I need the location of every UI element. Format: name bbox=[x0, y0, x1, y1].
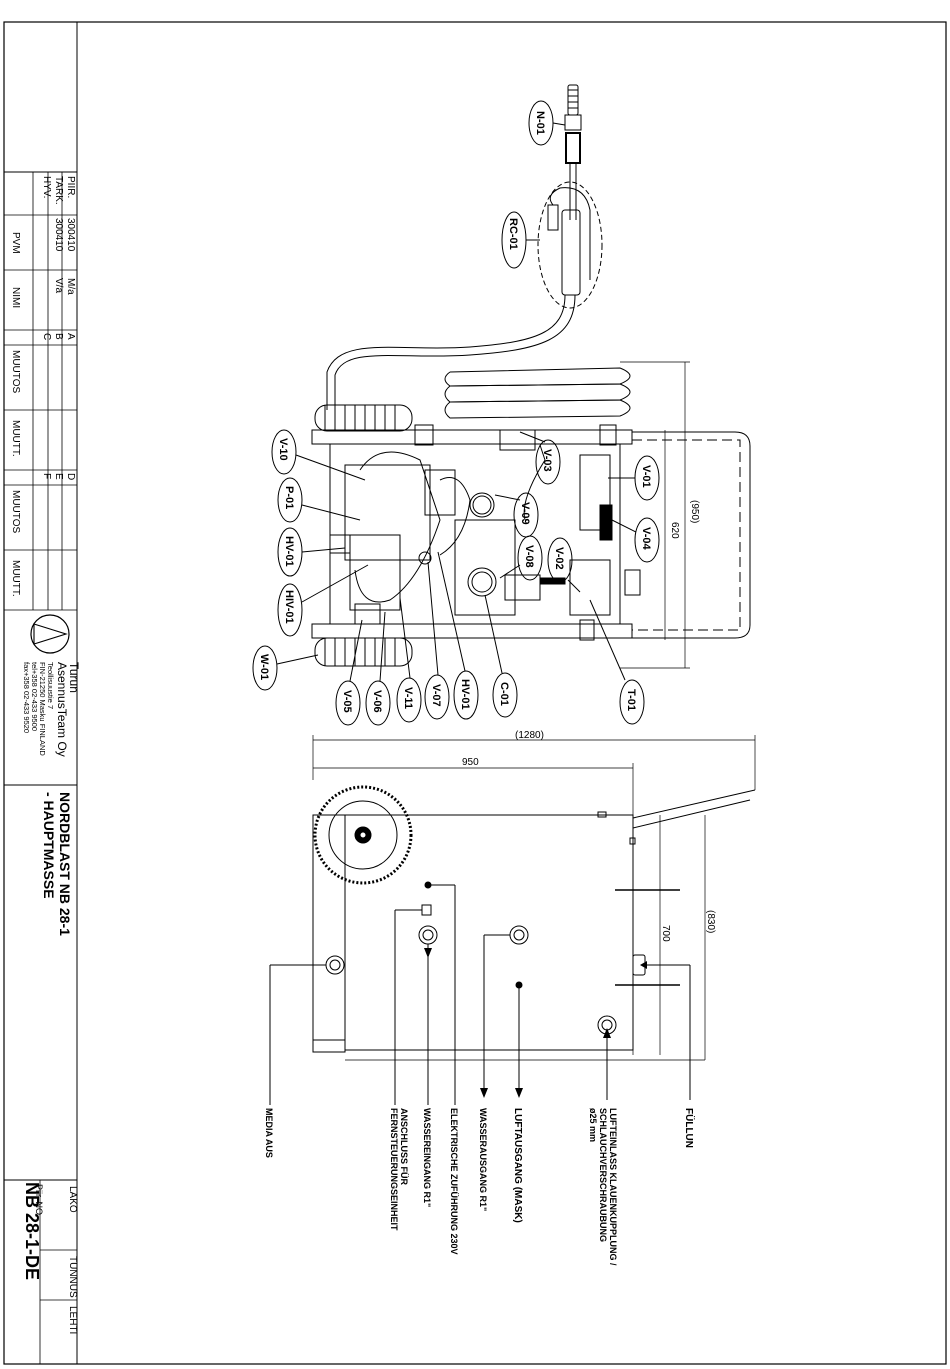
label-tunnus: TUNNUS bbox=[67, 1256, 78, 1298]
dimension-lines bbox=[312, 735, 756, 1061]
top-view-callout-labels: N-01 RC-01 V-10 P-01 HV-01 HIV-01 W-01 V… bbox=[258, 111, 652, 713]
title-block: PIIR. TARK. HYV. 300410 300410 M/a V/a A… bbox=[4, 171, 81, 1364]
label-lufteinlass-1: LUFTEINLASS KLAUENKUPPLUNG / bbox=[608, 1108, 618, 1266]
company-address-1: Teollisuustie 7 bbox=[46, 662, 55, 709]
label-v-06: V-06 bbox=[371, 690, 383, 713]
label-luftausgang: LUFTAUSGANG (MASK) bbox=[512, 1108, 523, 1223]
top-view bbox=[311, 84, 751, 669]
sheet-border bbox=[3, 21, 947, 1365]
label-muutt-1: MUUTT. bbox=[10, 420, 21, 457]
label-muutos-1: MUUTOS bbox=[10, 350, 21, 393]
dim-1280: (1280) bbox=[515, 730, 544, 741]
label-v-04: V-04 bbox=[640, 527, 652, 551]
label-v-02: V-02 bbox=[553, 547, 565, 570]
company-logo bbox=[30, 614, 70, 654]
dim-700: 700 bbox=[660, 925, 671, 942]
label-anschluss-2: FERNSTEUERUNGSEINHEIT bbox=[389, 1108, 399, 1231]
label-w-01: W-01 bbox=[258, 654, 270, 680]
label-lako: LAKO bbox=[67, 1186, 78, 1213]
label-v-07: V-07 bbox=[430, 684, 442, 707]
label-v-10: V-10 bbox=[277, 438, 289, 461]
side-view bbox=[269, 785, 756, 1105]
rev-row-hyv: HYV. bbox=[41, 176, 52, 198]
company-address-2: FIN-21250 Masku FINLAND bbox=[38, 662, 47, 756]
drawing-number: NB 28-1-DE bbox=[22, 1182, 42, 1280]
rev-letter-e: E bbox=[53, 473, 64, 480]
rev-letter-c: C bbox=[41, 333, 52, 340]
label-hv-01-right: HV-01 bbox=[459, 679, 471, 710]
label-muutt-2: MUUTT. bbox=[10, 560, 21, 597]
label-lehti: LEHTI bbox=[67, 1306, 78, 1334]
dim-950: 950 bbox=[462, 757, 479, 768]
label-v-01: V-01 bbox=[640, 465, 652, 488]
label-n-01: N-01 bbox=[534, 111, 546, 135]
label-t-01: T-01 bbox=[625, 689, 637, 711]
top-view-callouts bbox=[252, 100, 660, 726]
label-wassereingang: WASSEREINGANG R1" bbox=[422, 1108, 432, 1207]
rev-letter-b: B bbox=[53, 333, 64, 340]
label-v-09: V-09 bbox=[519, 502, 531, 525]
label-lufteinlass-2: SCHLAUCHVERSCHRAUBUNG bbox=[598, 1108, 608, 1242]
label-piir-no: Piir. NO bbox=[34, 1184, 44, 1215]
label-hv-01-left: HV-01 bbox=[283, 536, 295, 567]
company-name-2: AsennusTeam Oy bbox=[55, 662, 69, 757]
label-rc-01: RC-01 bbox=[507, 218, 519, 250]
label-hiv-01: HIV-01 bbox=[283, 590, 295, 624]
side-view-arrows bbox=[424, 948, 647, 1098]
rev-letter-a: A bbox=[65, 333, 76, 340]
company-tel: tel+358 02-433 9500 bbox=[30, 662, 39, 731]
rev-letter-d: D bbox=[65, 473, 76, 480]
dim-950-paren: (950) bbox=[689, 500, 700, 523]
label-lufteinlass-3: ø25 mm bbox=[588, 1108, 598, 1142]
label-media-aus: MEDIA AUS bbox=[264, 1108, 274, 1158]
company-name-1: Turun bbox=[67, 662, 81, 693]
label-v-08: V-08 bbox=[523, 545, 535, 568]
drawing-title-1: NORDBLAST NB 28-1 bbox=[57, 792, 73, 936]
label-fullun: FÜLLUN bbox=[683, 1108, 696, 1148]
drawing-title-2: - HAUPTMASSE bbox=[41, 792, 57, 899]
rev-row-piir: PIIR. bbox=[65, 176, 76, 198]
rev-date-1: 300410 bbox=[65, 218, 76, 252]
rev-name-1: M/a bbox=[65, 278, 76, 295]
label-anschluss-1: ANSCHLUSS FÜR bbox=[399, 1108, 409, 1186]
label-muutos-2: MUUTOS bbox=[10, 490, 21, 533]
label-c-01: C-01 bbox=[498, 682, 510, 706]
rev-date-2: 300410 bbox=[53, 218, 64, 252]
label-v-03: V-03 bbox=[541, 449, 553, 472]
rev-letter-f: F bbox=[41, 473, 52, 479]
dim-620: 620 bbox=[669, 522, 680, 539]
label-v-05: V-05 bbox=[341, 690, 353, 713]
label-nimi: NIMI bbox=[10, 287, 21, 308]
label-p-01: P-01 bbox=[283, 486, 295, 509]
rev-row-tark: TARK. bbox=[53, 176, 64, 205]
label-v-11: V-11 bbox=[402, 687, 414, 709]
company-fax: fax+358 02-433 9520 bbox=[22, 662, 31, 733]
label-pvm: PVM bbox=[10, 232, 21, 254]
label-wasserausgang: WASSERAUSGANG R1" bbox=[478, 1108, 488, 1211]
dim-830: (830) bbox=[705, 910, 716, 933]
rev-name-2: V/a bbox=[53, 278, 64, 293]
label-elektrische: ELEKTRISCHE ZUFÜHRUNG 230V bbox=[449, 1108, 459, 1255]
side-view-callout-labels: FÜLLUN LUFTEINLASS KLAUENKUPPLUNG / SCHL… bbox=[264, 1108, 696, 1266]
